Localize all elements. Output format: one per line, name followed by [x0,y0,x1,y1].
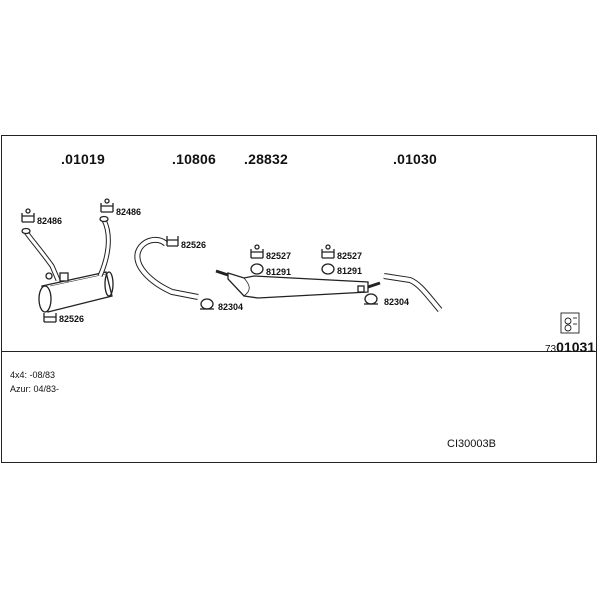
exhaust-set-icon [560,312,580,334]
part-number-tail-pipe[interactable]: .01030 [393,151,438,167]
part-number-front-muffler[interactable]: .01019 [61,151,106,167]
ring-81291-left-drawing [250,263,264,275]
exhaust-set-code[interactable]: 7301031 [545,339,595,355]
diagram-frame [1,135,597,463]
ref-82527-left[interactable]: 82527 [266,251,292,261]
document-code: CI30003B [447,438,496,450]
clamp-82304-left-drawing [200,298,214,310]
set-code-number: 01031 [556,339,596,355]
part-number-front-pipe[interactable]: .10806 [172,151,217,167]
clamp-82527-left-drawing [250,244,264,259]
clamp-82527-right-drawing [321,244,335,259]
ref-82486-left[interactable]: 82486 [37,216,63,226]
clamp-82486-left-drawing [21,208,35,223]
note-azur: Azur: 04/83- [10,384,60,394]
clamp-82526-left-drawing [43,313,57,323]
clamp-82304-right-drawing [364,293,378,305]
front-muffler-drawing [21,215,114,313]
front-pipe-drawing [134,236,199,300]
ref-82526-left[interactable]: 82526 [59,314,85,324]
clamp-82526-right-drawing [166,236,179,247]
ref-81291-right[interactable]: 81291 [337,266,363,276]
clamp-82486-right-drawing [100,198,114,213]
ref-82526-right[interactable]: 82526 [181,240,207,250]
set-code-prefix: 73 [545,344,557,355]
part-number-middle-silencer[interactable]: .28832 [244,151,289,167]
middle-silencer-drawing [215,269,381,299]
ref-82527-right[interactable]: 82527 [337,251,363,261]
ref-82304-right[interactable]: 82304 [384,297,410,307]
tail-pipe-drawing [383,273,443,312]
diagram-divider [1,351,597,352]
ref-81291-left[interactable]: 81291 [266,267,292,277]
note-4x4: 4x4: -08/83 [10,370,56,380]
ref-82304-left[interactable]: 82304 [218,302,244,312]
ring-81291-right-drawing [321,263,335,275]
ref-82486-right[interactable]: 82486 [116,207,142,217]
